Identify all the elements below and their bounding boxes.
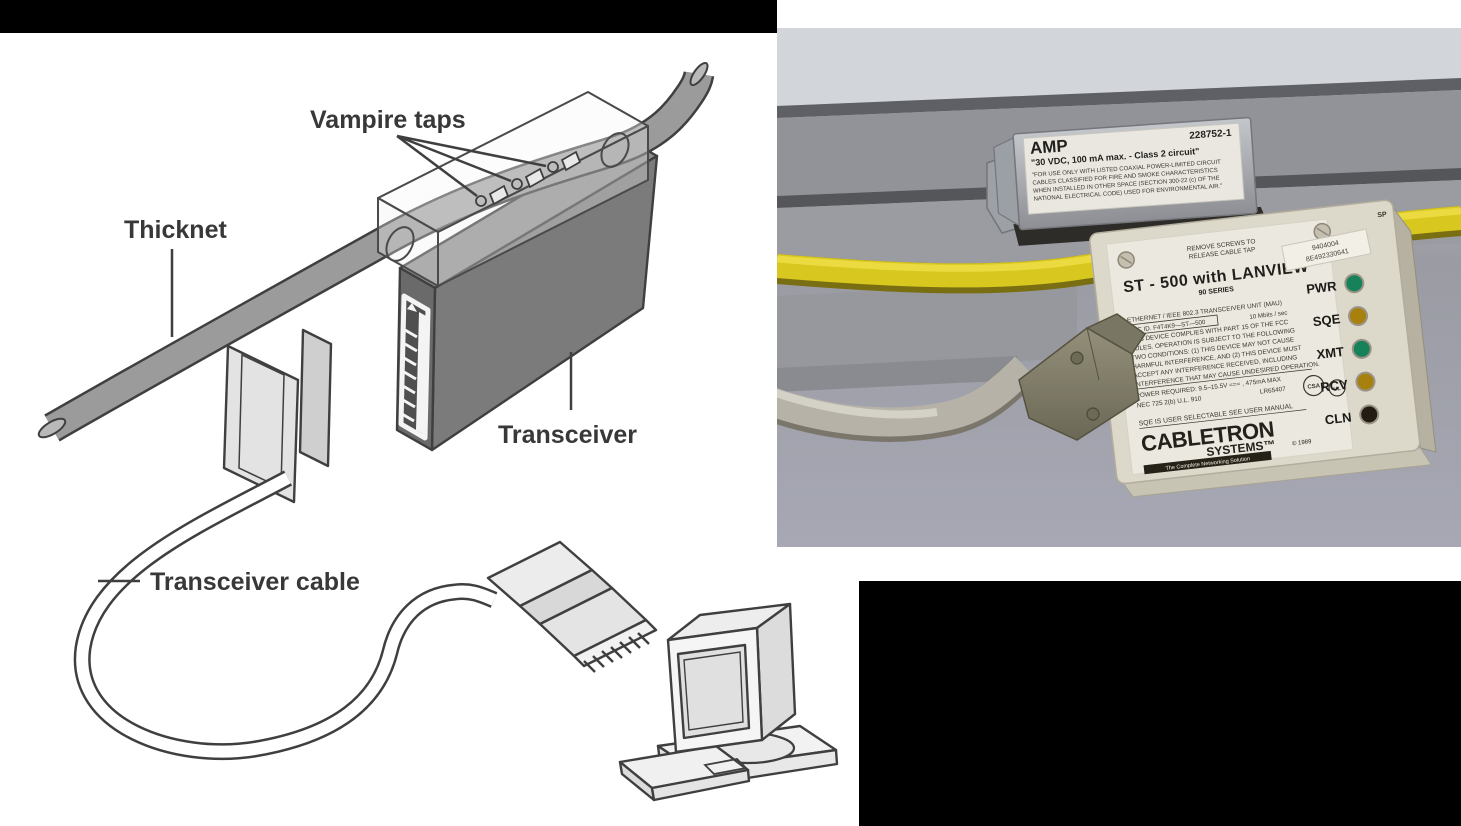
connector-screw-icon	[1086, 407, 1100, 421]
serial-sticker: 9404004 8E492330641	[1281, 228, 1372, 272]
aui-cable-photo	[761, 356, 1037, 442]
top-black-mask	[0, 0, 777, 33]
transceiver-label: Transceiver	[498, 421, 637, 449]
photo-canvas: AMP 228752-1 "30 VDC, 100 mA max. - Clas…	[761, 28, 1461, 547]
computer-drawing	[618, 602, 839, 802]
connector-pins	[583, 632, 650, 673]
led-label-pwr: PWR	[1305, 278, 1337, 296]
bottom-black-mask	[859, 581, 1461, 826]
slide-latch-drawing	[222, 328, 333, 504]
transceiver-photo: AMP 228752-1 "30 VDC, 100 mA max. - Clas…	[761, 28, 1461, 547]
transceiver-cable-label: Transceiver cable	[150, 568, 360, 596]
case-screw	[1117, 222, 1331, 269]
speed: 10 Mbits / sec	[1249, 310, 1288, 321]
corner-mark: SP	[1377, 211, 1387, 219]
ul-mark-text: UL	[1333, 386, 1342, 393]
pwr-led-icon	[1346, 275, 1363, 292]
aui-connector-photo	[1018, 313, 1147, 441]
vampire-taps-pointer-lines	[396, 134, 547, 197]
vampire-tap-box-drawing	[377, 91, 649, 287]
amp-part-number: 228752-1	[1189, 128, 1232, 142]
cln-led-icon	[1361, 406, 1378, 423]
db15-connector-drawing	[486, 540, 658, 673]
lr-number: LR65407	[1260, 386, 1287, 396]
series-name: 90 SERIES	[1198, 286, 1234, 297]
amp-brand: AMP	[1029, 136, 1068, 158]
thicknet-label: Thicknet	[124, 216, 227, 244]
transceiver-box-drawing	[395, 134, 659, 452]
sqe-led-icon	[1350, 308, 1367, 325]
rcv-led-icon	[1357, 373, 1374, 390]
led-label-xmt: XMT	[1316, 344, 1345, 362]
thicknet-cable-drawing	[37, 61, 715, 442]
led-indicators: PWR SQE XMT RCV CLN	[1305, 273, 1380, 428]
tap-screws	[475, 150, 582, 207]
led-label-rcv: RCV	[1320, 377, 1349, 395]
transceiver-cable-fill	[76, 472, 497, 758]
amp-label	[1022, 122, 1245, 215]
vampire-taps-label: Vampire taps	[310, 106, 466, 134]
amp-tap-clamp: AMP 228752-1 "30 VDC, 100 mA max. - Clas…	[993, 116, 1271, 246]
db15-port	[398, 293, 431, 441]
diagram-callouts: Vampire taps Thicknet Transceiver Transc…	[98, 106, 637, 596]
transceiver-cable-drawing	[73, 470, 498, 761]
connector-screw-icon	[1070, 351, 1084, 365]
gray-conduit	[777, 280, 1077, 374]
xmt-led-icon	[1353, 340, 1370, 357]
monitor-screen	[676, 643, 751, 740]
transceiver-unit: SP REMOVE SCREWS TO RELEASE CABLE TAP ST…	[1089, 199, 1437, 498]
csa-mark-text: CSA	[1307, 383, 1321, 390]
copyright: © 1989	[1292, 438, 1313, 447]
led-label-cln: CLN	[1324, 410, 1352, 428]
ul-mark-icon	[1328, 379, 1346, 397]
led-label-sqe: SQE	[1312, 311, 1341, 329]
port-arrow-icon	[407, 303, 417, 312]
csa-mark-icon	[1302, 374, 1325, 397]
